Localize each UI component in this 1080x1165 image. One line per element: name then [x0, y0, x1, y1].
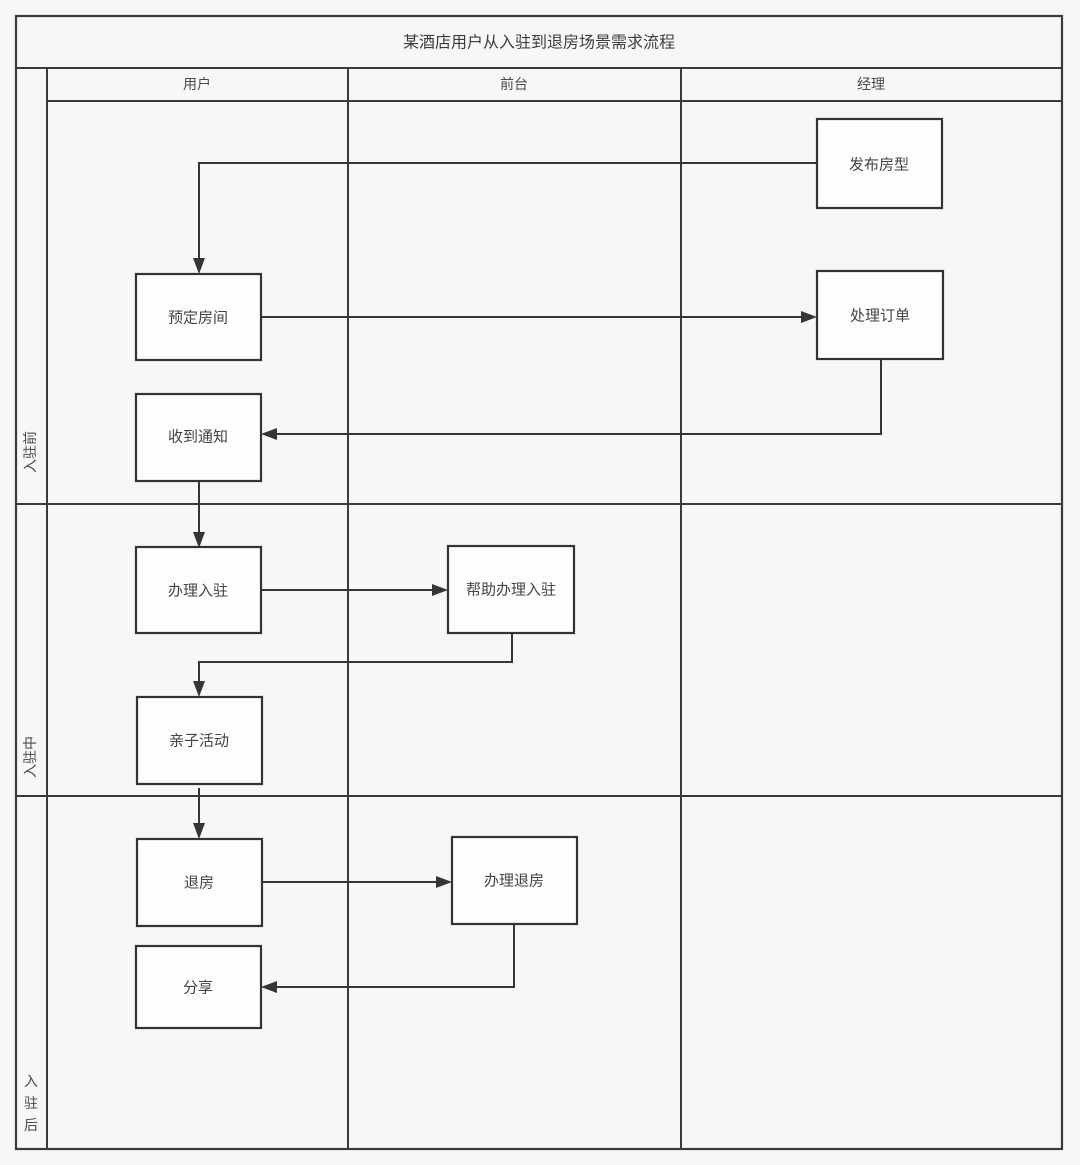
node-handle-check-out-box[interactable] [450, 835, 579, 926]
node-process-order-box[interactable] [815, 269, 945, 361]
node-process-order[interactable]: 处理订单 [815, 269, 945, 361]
lane-label-after-char-2: 驻 [24, 1096, 38, 1112]
node-check-out-label: 退房 [184, 874, 214, 892]
column-header-frontdesk: 前台 [500, 76, 528, 93]
arrow-head-icon [261, 981, 277, 993]
edge-family-activity-to-check-out [193, 788, 205, 839]
node-check-in-box[interactable] [134, 545, 263, 635]
node-receive-notice[interactable]: 收到通知 [134, 392, 263, 483]
column-header-user: 用户 [183, 76, 211, 93]
node-check-out[interactable]: 退房 [135, 837, 264, 928]
lane-label-after: 入 驻 后 [24, 1074, 38, 1134]
lane-label-after-char-1: 入 [24, 1074, 38, 1090]
edge-handle-check-out-to-share [261, 924, 515, 993]
node-receive-notice-label: 收到通知 [168, 428, 228, 446]
node-assist-check-in[interactable]: 帮助办理入驻 [446, 544, 576, 635]
edge-check-out-to-handle-check-out [261, 876, 452, 888]
node-publish-room-box[interactable] [815, 117, 944, 210]
arrow-head-icon [261, 428, 277, 440]
node-handle-check-out[interactable]: 办理退房 [450, 835, 579, 926]
column-header-manager: 经理 [857, 77, 885, 93]
node-publish-room[interactable]: 发布房型 [815, 117, 944, 210]
node-share-label: 分享 [183, 979, 213, 997]
node-publish-room-label: 发布房型 [849, 156, 909, 174]
arrow-head-icon [193, 532, 205, 548]
node-check-in[interactable]: 办理入驻 [134, 545, 263, 635]
node-process-order-label: 处理订单 [850, 307, 910, 325]
node-family-activity-label: 亲子活动 [169, 732, 229, 750]
node-book-room[interactable]: 预定房间 [134, 272, 263, 362]
arrow-head-icon [193, 258, 205, 274]
edge-publish-room-to-book-room [193, 162, 817, 274]
node-family-activity-box[interactable] [135, 695, 264, 786]
node-book-room-box[interactable] [134, 272, 263, 362]
node-family-activity[interactable]: 亲子活动 [135, 695, 264, 786]
node-check-out-box[interactable] [135, 837, 264, 928]
arrow-head-icon [193, 823, 205, 839]
arrow-head-icon [801, 311, 817, 323]
node-receive-notice-box[interactable] [134, 392, 263, 483]
diagram-outer-frame [14, 14, 1064, 1151]
edge-check-in-to-assist-check-in [261, 584, 448, 596]
lane-label-after-char-3: 后 [24, 1118, 38, 1134]
lane-label-before: 入驻前 [22, 431, 39, 473]
node-assist-check-in-label: 帮助办理入驻 [466, 581, 556, 599]
lane-label-during: 入驻中 [23, 736, 39, 778]
edge-receive-notice-to-check-in [193, 481, 205, 548]
node-share-box[interactable] [134, 944, 263, 1030]
node-book-room-label: 预定房间 [168, 309, 228, 327]
arrow-head-icon [436, 876, 452, 888]
edge-book-room-to-process-order [261, 311, 817, 323]
arrow-head-icon [193, 681, 205, 697]
edge-process-order-to-receive-notice [261, 359, 882, 440]
diagram-title: 某酒店用户从入驻到退房场景需求流程 [403, 33, 675, 52]
node-assist-check-in-box[interactable] [446, 544, 576, 635]
node-check-in-label: 办理入驻 [168, 582, 228, 600]
node-share[interactable]: 分享 [134, 944, 263, 1030]
arrow-head-icon [432, 584, 448, 596]
edge-assist-check-in-to-family-activity [193, 633, 513, 697]
node-handle-check-out-label: 办理退房 [484, 872, 544, 890]
